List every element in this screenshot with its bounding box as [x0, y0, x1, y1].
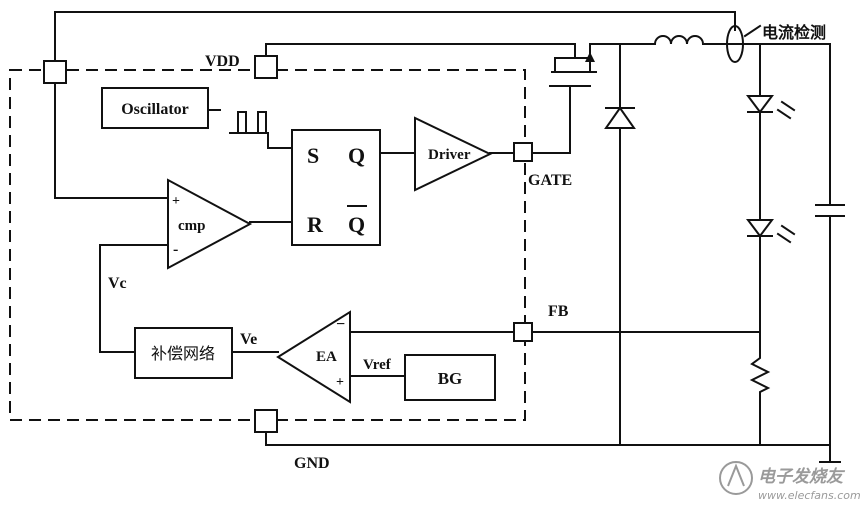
- gate-wire: [529, 87, 571, 154]
- vc-label: Vc: [108, 275, 127, 292]
- sr-r-label: R: [307, 212, 324, 237]
- led-2-ray-2: [780, 224, 796, 236]
- current-sense-label: 电流检测: [762, 23, 826, 42]
- cmp-minus-label: -: [173, 241, 178, 258]
- compensation-network-block: [134, 327, 233, 379]
- ea-minus-label: −: [336, 316, 345, 333]
- cmp-plus-wire: [54, 77, 169, 199]
- led-1-ray-2: [780, 100, 796, 112]
- driver-label: Driver: [428, 147, 471, 163]
- mosfet-drain-wire: [554, 43, 656, 59]
- ea-plus-label: +: [336, 375, 344, 390]
- clock-pulse-icon: [229, 111, 267, 134]
- vdd-wire: [265, 43, 576, 59]
- sense-resistor-icon: [749, 349, 771, 399]
- cmp-label: cmp: [178, 218, 206, 234]
- led-2-ray: [776, 232, 792, 244]
- oscillator-label: Oscillator: [121, 101, 189, 118]
- current-sense-coil-icon: [726, 25, 744, 63]
- compensation-network-label: 补偿网络: [151, 344, 215, 363]
- diode-icon: [604, 106, 636, 129]
- gnd-label: GND: [294, 455, 330, 472]
- bg-label: BG: [438, 369, 463, 388]
- vdd-pin: [254, 55, 278, 79]
- vref-label: Vref: [363, 357, 392, 373]
- ea-block: [276, 310, 351, 404]
- led-1-icon: [746, 95, 774, 114]
- gate-pin: [513, 142, 533, 162]
- sr-s-label: S: [307, 143, 319, 168]
- elecfans-watermark: 电子发烧友 www.elecfans.com: [719, 461, 861, 502]
- watermark-url: www.elecfans.com: [758, 489, 861, 502]
- ea-label: EA: [316, 349, 337, 365]
- mosfet-arrow: [585, 52, 595, 62]
- fb-label: FB: [548, 303, 569, 320]
- fb-pin: [513, 322, 533, 342]
- bg-block: [404, 354, 496, 401]
- led-2-icon: [746, 219, 774, 238]
- clock-to-s-wire: [229, 132, 293, 149]
- vdd-label: VDD: [205, 53, 240, 70]
- current-sense-pin: [43, 60, 67, 84]
- sr-qbar-label: Q: [348, 212, 365, 237]
- led-1-ray: [776, 108, 792, 120]
- watermark-brand: 电子发烧友: [758, 467, 846, 487]
- sr-q-label: Q: [348, 143, 365, 168]
- vc-wire: [99, 244, 169, 353]
- cmp-block: [167, 178, 253, 270]
- current-sense-wire: [54, 11, 736, 63]
- sr-latch-block: [291, 129, 381, 246]
- current-sense-pointer: [743, 24, 762, 38]
- gate-label: GATE: [528, 172, 572, 189]
- gnd-pin: [254, 409, 278, 433]
- gnd-wire: [265, 431, 831, 463]
- cmp-plus-label: +: [172, 194, 180, 209]
- elecfans-logo-icon: [719, 461, 753, 495]
- ve-label: Ve: [240, 331, 257, 348]
- inductor-icon: [653, 35, 705, 46]
- oscillator-block: [101, 87, 209, 129]
- driver-block: [414, 116, 493, 192]
